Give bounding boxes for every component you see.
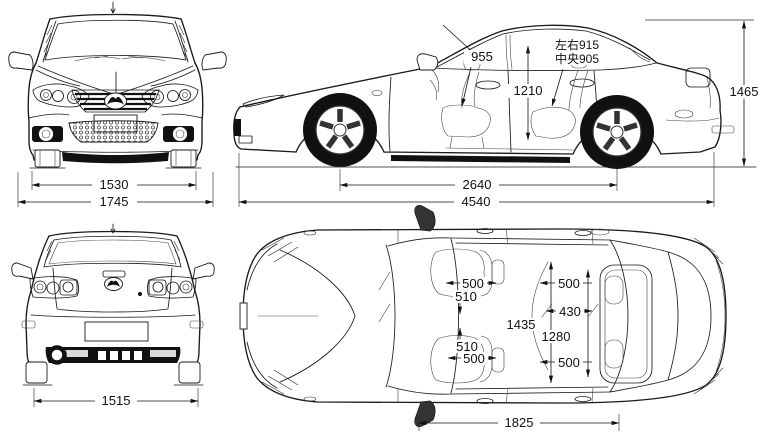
dim-rear-seat-widths: 500 430 1435 1280 500: [503, 276, 599, 370]
dim-label-rear-430: 430: [559, 304, 581, 319]
dim-label-interior-height: 1210: [514, 83, 543, 98]
fog-light-left: [32, 126, 63, 142]
top-car-body: [239, 205, 727, 427]
exhaust-tip: [47, 345, 67, 365]
front-car-body: [8, 1, 227, 169]
side-marker-lamp: [371, 90, 383, 96]
wheel-rear-side: [580, 95, 654, 169]
dim-label-1825: 1825: [505, 415, 534, 430]
dim-label-rear-track: 1515: [102, 393, 131, 408]
rear-mirror-right: [192, 262, 215, 280]
rear-mirror-left: [11, 262, 34, 280]
dim-label-overall-height: 1465: [730, 84, 759, 99]
center-brake-light: [102, 270, 126, 278]
door-handle-front: [475, 80, 501, 90]
side-mirror: [416, 53, 439, 71]
rear-car-body: [11, 223, 215, 386]
top-license-plate: [239, 302, 248, 330]
dim-label-front-track: 1530: [100, 177, 129, 192]
front-tire-left: [34, 149, 61, 168]
dim-overall-width: 1745: [17, 194, 214, 209]
dim-label-seat-500b: 500: [463, 351, 485, 366]
dim-interior-length: 1825: [418, 414, 620, 431]
dim-label-1280: 1280: [542, 329, 571, 344]
taillight-side: [685, 67, 711, 88]
dim-label-overall-length: 4540: [462, 194, 491, 209]
fog-light-right: [163, 126, 194, 142]
wheel-front-side: [303, 93, 377, 167]
taillight-rear-right: [147, 276, 197, 299]
dim-interior-height: 1210: [507, 45, 549, 141]
dim-label-rear-headroom-center: 中央905: [555, 51, 599, 66]
door-handle-rear: [569, 78, 595, 88]
dim-front-track: 1530: [17, 171, 214, 207]
trunk-keyhole: [138, 292, 142, 296]
front-grille: [71, 89, 160, 113]
top-rear-bench: [531, 261, 653, 384]
dim-label-overall-width: 1745: [100, 194, 129, 209]
dim-label-rear-500a: 500: [558, 276, 580, 291]
dim-label-seat-500a: 500: [462, 276, 484, 291]
front-mirror-left: [8, 51, 34, 71]
front-lower-grille: [68, 120, 159, 143]
side-view: 955 左右915 中央905 1210 1465 2640 4540: [233, 19, 762, 209]
rear-license-plate: [84, 321, 149, 342]
front-tire-right: [170, 149, 197, 168]
dim-front-seat-widths: 500 510 510 500: [445, 276, 497, 366]
dim-label-rear-headroom-sides: 左右915: [555, 37, 599, 52]
dim-label-front-headroom: 955: [471, 49, 493, 64]
dim-label-wheelbase: 2640: [463, 177, 492, 192]
side-car-body: [233, 24, 757, 169]
dim-rear-track: 1515: [33, 388, 199, 408]
dim-wheelbase: 2640: [339, 169, 618, 192]
front-view: 1530 1745: [8, 1, 227, 209]
dim-front-headroom: 955: [442, 24, 501, 107]
side-front-seat: [441, 56, 491, 149]
rear-tire-right: [178, 361, 201, 384]
rear-bumper: [45, 345, 181, 365]
headlight-right: [141, 83, 199, 108]
top-mirror-left: [414, 205, 436, 232]
taillight-rear-left: [29, 276, 79, 299]
dim-rear-headroom: 左右915 中央905: [549, 37, 606, 107]
rear-view: 1515: [11, 223, 215, 408]
front-mirror-right: [201, 51, 227, 71]
dim-label-seat-510a: 510: [455, 289, 477, 304]
side-plate-edge: [234, 119, 241, 136]
dim-overall-height: 1465: [645, 19, 762, 167]
dim-label-rear-500b: 500: [558, 355, 580, 370]
dim-label-1435: 1435: [507, 317, 536, 332]
dim-overall-length: 4540: [238, 152, 715, 209]
rear-tire-left: [25, 361, 48, 384]
dim-label-seat-510b: 510: [456, 339, 478, 354]
top-view: 500 510 510 500 500 430 1435 1280 500 18…: [239, 205, 727, 431]
